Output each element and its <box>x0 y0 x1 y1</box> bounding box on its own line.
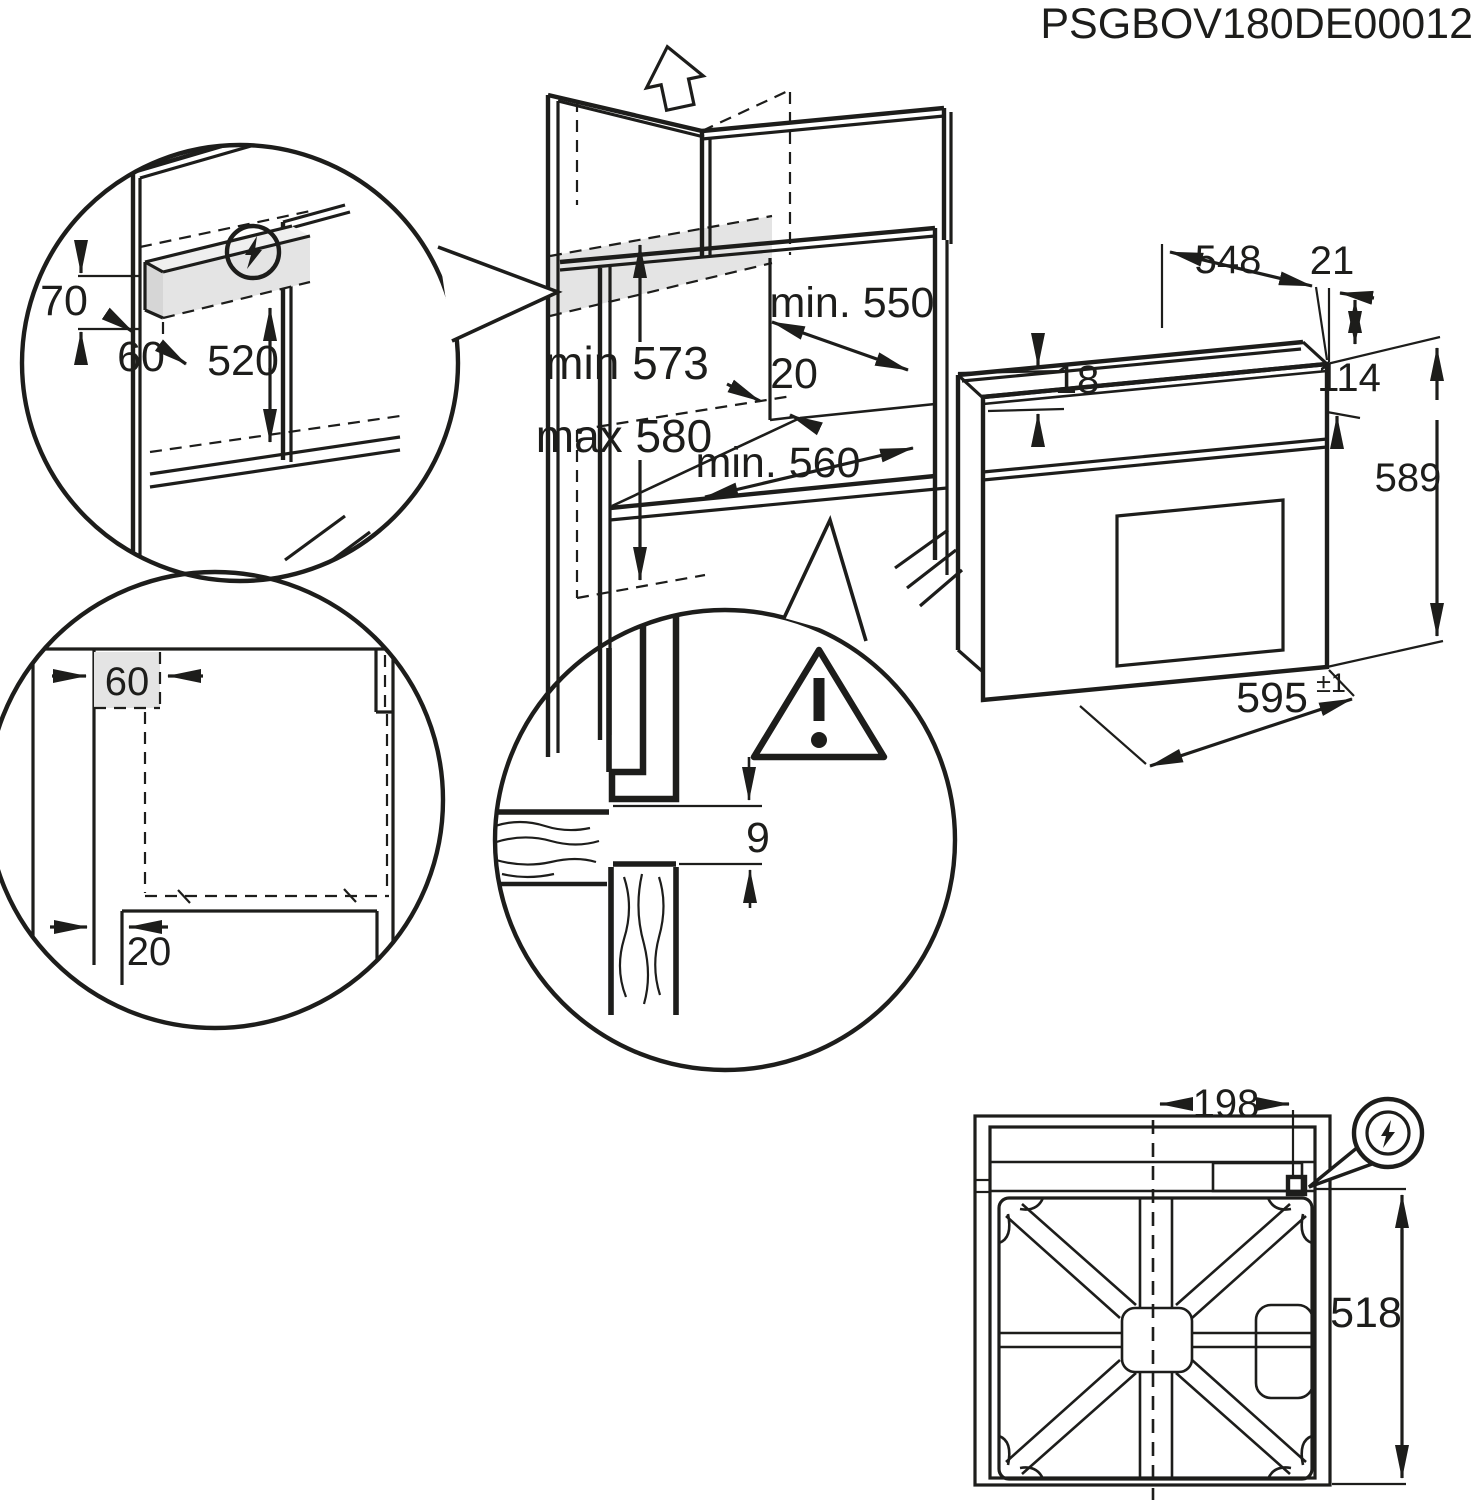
dim-front-gap-label: 9 <box>746 814 770 862</box>
dim-body-depth: 548 <box>1160 238 1329 361</box>
dim-oven-width: 595 ±1 <box>1079 668 1355 768</box>
dim-height-max-label: max 580 <box>536 410 712 462</box>
dim-zone-depth: 60 <box>101 307 187 381</box>
dim-top-depth-label: min. 550 <box>770 279 935 327</box>
connection-box <box>1285 1174 1308 1197</box>
electrical-zone-block-side <box>145 262 163 318</box>
dim-oven-height: 589 <box>1326 335 1444 669</box>
electrical-zone-strip <box>550 216 772 316</box>
electrical-zone-block-front <box>163 236 310 318</box>
dim-zone-width-label: 520 <box>207 337 279 385</box>
dim-cabinet-height: min 573 max 580 <box>536 244 712 581</box>
dim-back-height: 518 <box>1316 1187 1409 1486</box>
warning-icon <box>750 646 888 761</box>
dim-plan-plinth: 20 <box>50 920 172 974</box>
dim-oven-width-tolerance: ±1 <box>1316 668 1346 698</box>
dim-back-gap-label: 20 <box>770 350 818 398</box>
electric-connection-icon <box>224 223 282 281</box>
back-panel-ribs <box>998 1197 1313 1480</box>
plan-corner-recess <box>94 652 160 708</box>
dim-top-inset: 18 <box>957 333 1100 447</box>
electric-connection-icon <box>1365 1110 1411 1156</box>
dim-height-min-label: min 573 <box>545 337 709 389</box>
dim-front-overhang-label: 21 <box>1310 239 1355 283</box>
cabinet-view: min 573 max 580 min. 550 20 min. 560 <box>536 44 964 757</box>
dim-back-gap: 20 <box>726 350 823 436</box>
dim-zone-depth-label: 60 <box>117 333 165 381</box>
dim-front-overhang: 21 <box>1310 239 1375 362</box>
electric-connection-callout <box>1307 1096 1425 1189</box>
dim-zone-height-label: 70 <box>40 277 88 325</box>
dim-zone-width: 520 <box>207 307 279 443</box>
dim-back-height-label: 518 <box>1330 1289 1402 1337</box>
oven-view: 18 548 21 114 589 <box>955 238 1444 768</box>
detail-front-gap: 9 <box>492 607 958 1073</box>
dim-shelf-depth: min. 560 <box>696 439 914 499</box>
dim-panel-height-label: 114 <box>1317 356 1381 400</box>
dim-plan-plinth-label: 20 <box>127 930 172 974</box>
dim-connection-offset: 198 <box>1159 1082 1295 1176</box>
detail-electrical-zone: 70 60 520 <box>19 142 461 584</box>
dim-top-depth: min. 550 <box>770 279 935 372</box>
dim-connection-offset-label: 198 <box>1193 1082 1260 1126</box>
up-arrow-icon <box>643 44 707 113</box>
oven-door-window <box>1115 498 1285 668</box>
dim-front-gap: 9 <box>742 757 770 908</box>
dim-plan-recess: 60 <box>52 660 203 704</box>
part-number: PSGBOV180DE00012 <box>1040 0 1473 48</box>
dim-top-inset-label: 18 <box>1055 358 1100 402</box>
back-view: 198 518 <box>973 1082 1425 1500</box>
dim-plan-recess-label: 60 <box>105 660 150 704</box>
callout-pointer-electrical <box>437 245 563 343</box>
detail-plan: 60 20 <box>0 569 446 1031</box>
dim-oven-width-label: 595 <box>1236 674 1308 722</box>
callout-pointer-gap <box>782 514 868 642</box>
dim-body-depth-label: 548 <box>1195 238 1262 282</box>
dim-oven-height-label: 589 <box>1375 456 1442 500</box>
dim-shelf-depth-label: min. 560 <box>696 439 861 487</box>
